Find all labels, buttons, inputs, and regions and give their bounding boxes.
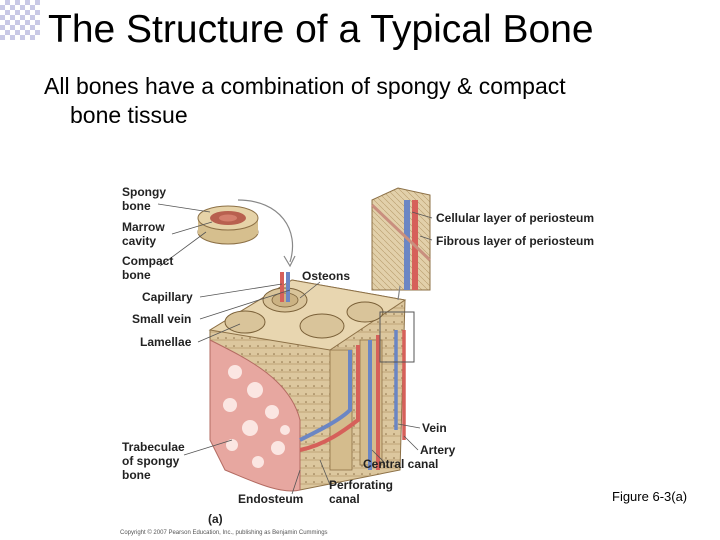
- label-spongy-bone-2: bone: [122, 199, 151, 213]
- spongy-bone: [209, 339, 301, 492]
- label-capillary: Capillary: [142, 290, 193, 304]
- bullet-line-1: All bones have a combination of spongy &…: [44, 73, 566, 99]
- label-lamellae: Lamellae: [140, 335, 192, 349]
- label-fibrous-periosteum: Fibrous layer of periosteum: [436, 234, 594, 248]
- label-cellular-periosteum: Cellular layer of periosteum: [436, 211, 594, 225]
- label-trabeculae-3: bone: [122, 468, 151, 482]
- label-trabeculae-2: of spongy: [122, 454, 180, 468]
- bone-cross-section: [197, 205, 259, 245]
- label-small-vein: Small vein: [132, 312, 191, 326]
- blood-vessels: [299, 330, 406, 470]
- figure-caption: Figure 6-3(a): [612, 489, 688, 504]
- label-spongy-bone-1: Spongy: [122, 185, 166, 199]
- label-compact-bone-2: bone: [122, 268, 151, 282]
- periosteum-detail-box: [379, 311, 415, 363]
- slide-template-pattern: [0, 0, 40, 40]
- slide-title: The Structure of a Typical Bone: [48, 8, 594, 51]
- label-perforating-canal-1: Perforating: [329, 478, 393, 492]
- zoom-arrow-1: [237, 199, 294, 263]
- label-artery: Artery: [420, 443, 456, 457]
- diagram-labels: Spongy bone Marrow cavity Compact bone C…: [122, 185, 594, 526]
- bullet-text: All bones have a combination of spongy &…: [44, 72, 684, 130]
- label-perforating-canal-2: canal: [329, 492, 360, 506]
- label-vein: Vein: [422, 421, 447, 435]
- label-trabeculae-1: Trabeculae: [122, 440, 185, 454]
- label-central-canal: Central canal: [363, 457, 438, 471]
- label-marrow-cavity-2: cavity: [122, 234, 156, 248]
- zoom-arrow-2: [397, 285, 401, 301]
- copyright-notice: Copyright © 2007 Pearson Education, Inc.…: [120, 530, 328, 536]
- leader-lines: [157, 203, 433, 495]
- label-marrow-cavity-1: Marrow: [122, 220, 165, 234]
- label-endosteum: Endosteum: [238, 492, 303, 506]
- bullet-line-2: bone tissue: [70, 102, 188, 128]
- periosteum-detail: [370, 187, 432, 291]
- panel-label: (a): [208, 512, 223, 526]
- label-compact-bone-1: Compact: [122, 254, 173, 268]
- label-osteons: Osteons: [302, 269, 350, 283]
